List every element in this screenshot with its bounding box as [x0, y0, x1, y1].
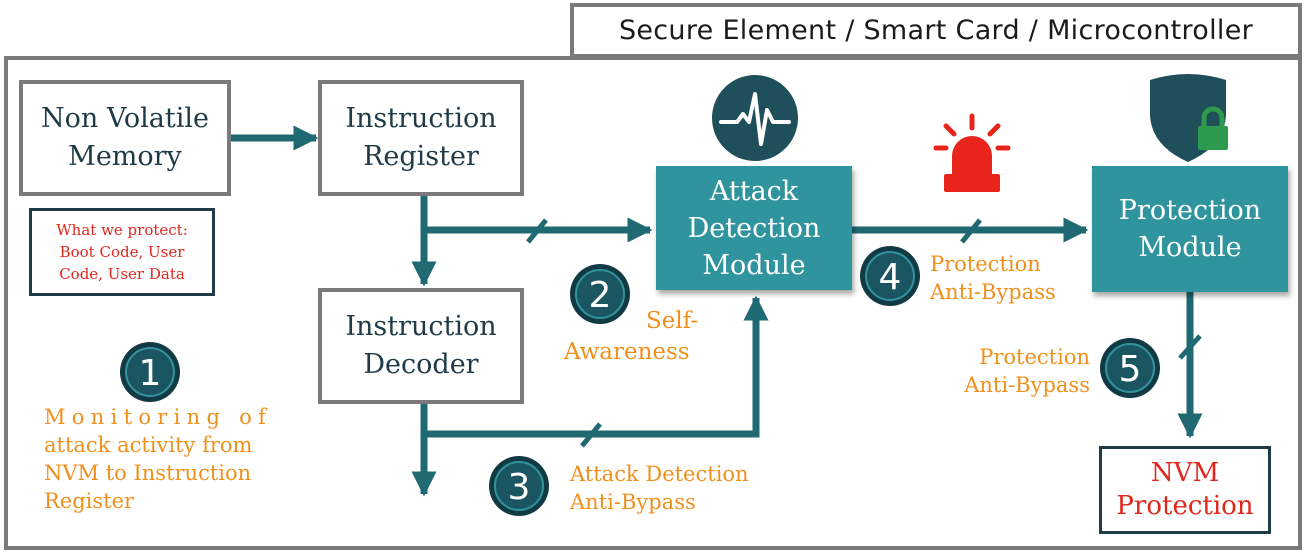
step-3-line1: Attack Detection — [570, 462, 749, 486]
attack-detection-module: Attack Detection Module — [656, 166, 852, 290]
step-1-line1: Monitoring of — [44, 405, 273, 429]
step-1-line4: Register — [44, 489, 135, 513]
ir-label-line1: Instruction — [345, 103, 497, 134]
device-title: Secure Element / Smart Card / Microcontr… — [570, 3, 1302, 58]
step-3-number: 3 — [508, 467, 531, 508]
step-badge-1: 1 — [118, 340, 182, 404]
pm-label-line1: Protection — [1118, 195, 1262, 226]
protection-module: Protection Module — [1092, 166, 1288, 292]
nvm-block: Non Volatile Memory — [19, 80, 231, 196]
ir-label-line2: Register — [363, 141, 479, 172]
pulse-monitor-icon — [711, 74, 799, 162]
bypass-mark-5 — [1178, 334, 1202, 360]
step-1-caption: Monitoring of attack activity from NVM t… — [44, 403, 274, 515]
adm-label-line2: Detection — [687, 212, 821, 244]
adm-label-line1: Attack — [709, 175, 799, 207]
step-1-line3: NVM to Instruction — [44, 461, 252, 485]
protect-note-line1: What we protect: — [56, 221, 188, 239]
id-label-line1: Instruction — [345, 311, 497, 342]
step-2-line2: Awareness — [564, 339, 690, 365]
step-1-number: 1 — [139, 353, 162, 394]
shield-lock-icon — [1146, 70, 1236, 162]
protect-note-line2: Boot Code, User — [59, 243, 185, 261]
step-2-number: 2 — [589, 275, 612, 316]
step-badge-2: 2 — [568, 262, 632, 326]
step-badge-3: 3 — [487, 454, 551, 518]
step-2-caption: Self- Awareness — [564, 306, 714, 368]
protect-note: What we protect: Boot Code, User Code, U… — [29, 208, 215, 296]
bypass-mark-3 — [580, 422, 602, 448]
nvm-label-line2: Memory — [68, 141, 182, 172]
step-4-line2: Anti-Bypass — [930, 280, 1056, 304]
step-5-number: 5 — [1119, 349, 1142, 390]
adm-label-line3: Module — [702, 249, 806, 281]
step-5-line1: Protection — [979, 345, 1090, 369]
step-4-line1: Protection — [930, 252, 1041, 276]
alarm-siren-icon — [932, 112, 1012, 196]
nvmp-label-line2: Protection — [1116, 491, 1254, 521]
arrow-decoder-to-detection — [424, 295, 769, 438]
step-4-number: 4 — [879, 257, 902, 298]
id-label-line2: Decoder — [363, 349, 479, 380]
step-5-line2: Anti-Bypass — [964, 373, 1090, 397]
step-5-caption: Protection Anti-Bypass — [940, 343, 1090, 399]
step-3-caption: Attack Detection Anti-Bypass — [570, 460, 790, 516]
pm-label-line2: Module — [1138, 232, 1242, 263]
instruction-register-block: Instruction Register — [318, 80, 524, 196]
nvmp-label-line1: NVM — [1150, 458, 1220, 488]
bypass-mark-4 — [960, 218, 982, 244]
step-1-line2: attack activity from — [44, 433, 253, 457]
nvm-protection-box: NVM Protection — [1099, 446, 1271, 534]
bypass-mark-2 — [526, 218, 548, 244]
instruction-decoder-block: Instruction Decoder — [318, 288, 524, 404]
step-4-caption: Protection Anti-Bypass — [930, 250, 1090, 306]
protect-note-line3: Code, User Data — [59, 265, 185, 283]
step-2-line1: Self- — [646, 308, 699, 334]
step-badge-5: 5 — [1098, 336, 1162, 400]
step-3-line2: Anti-Bypass — [570, 490, 696, 514]
nvm-label-line1: Non Volatile — [41, 103, 209, 134]
step-badge-4: 4 — [858, 244, 922, 308]
